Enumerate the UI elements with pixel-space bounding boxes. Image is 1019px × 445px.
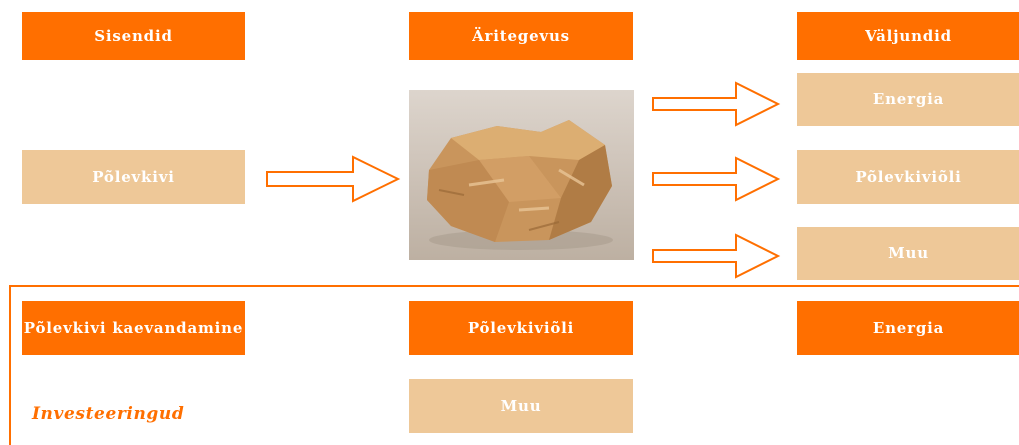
investment-energia: Energia	[797, 301, 1019, 355]
investments-label: Investeeringud	[32, 404, 184, 424]
header-inputs: Sisendid	[22, 12, 245, 60]
arrow-to-energia	[652, 82, 780, 126]
rock-photo	[409, 90, 634, 260]
header-business: Äritegevus	[409, 12, 633, 60]
rock-illustration	[409, 90, 634, 260]
arrow-to-muu	[652, 234, 780, 278]
output-item-muu: Muu	[797, 227, 1019, 280]
arrow-input-to-business	[266, 156, 400, 202]
investment-polevkivi-kaevandamine: Põlevkivi kaevandamine	[22, 301, 245, 355]
output-item-polevkivioli: Põlevkiviõli	[797, 150, 1019, 204]
investment-muu: Muu	[409, 379, 633, 433]
investment-polevkivioli: Põlevkiviõli	[409, 301, 633, 355]
header-outputs: Väljundid	[797, 12, 1019, 60]
arrow-to-polevkivioli	[652, 157, 780, 201]
output-item-energia: Energia	[797, 73, 1019, 126]
input-item: Põlevkivi	[22, 150, 245, 204]
